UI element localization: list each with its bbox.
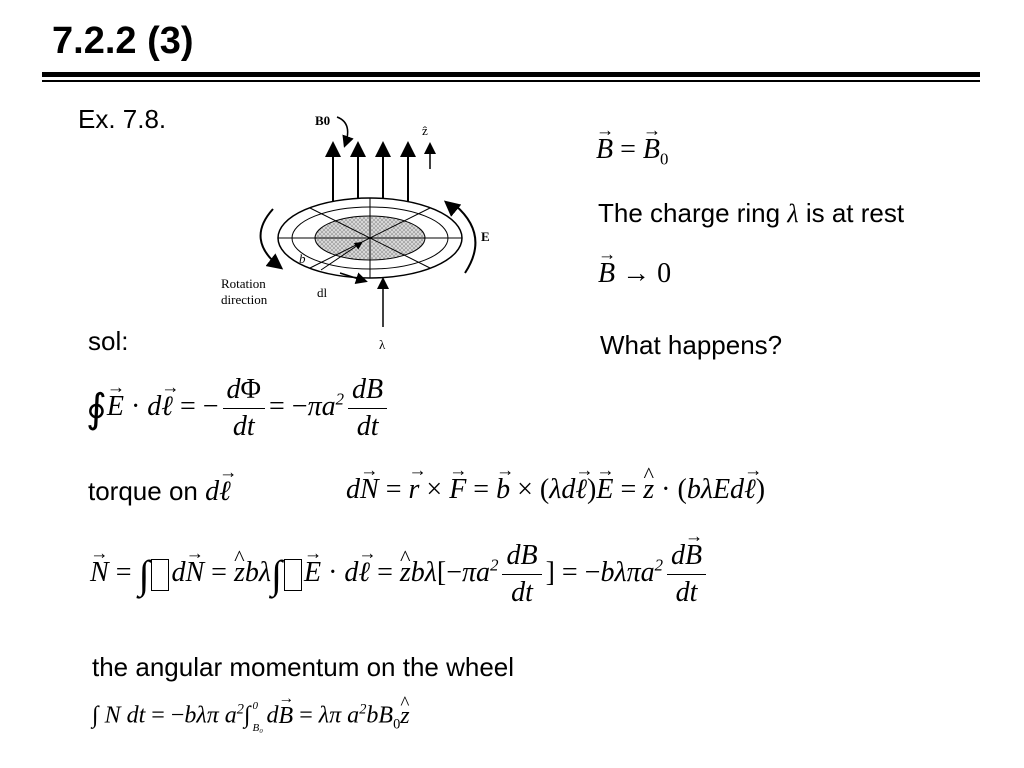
z-hat-label: ẑ bbox=[422, 123, 428, 138]
rotation-arrow-left bbox=[259, 208, 284, 270]
b0-label: B0 bbox=[315, 113, 330, 128]
slide-title: 7.2.2 (3) bbox=[52, 20, 194, 62]
what-happens-text: What happens? bbox=[600, 330, 783, 360]
b-label: b bbox=[299, 251, 306, 266]
charge-ring-statement: The charge ring λ is at rest bbox=[598, 198, 904, 229]
equation-torque: dN = r × F = b × (λdℓ)E = z · (bλEdℓ) bbox=[346, 460, 765, 506]
title-rule-thin bbox=[42, 80, 980, 82]
rotating-ring-diagram: B0 ẑ E b dl λ Rotation direction bbox=[221, 113, 490, 352]
equation-angular-momentum: ∫ N dt = −bλπ a2∫0B₀dB = λπ a2bB0z bbox=[92, 690, 410, 734]
dl-label: dl bbox=[317, 285, 328, 300]
angular-momentum-label: the angular momentum on the wheel bbox=[92, 652, 515, 682]
example-label: Ex. 7.8. bbox=[78, 104, 167, 134]
charge-ring-text-pre: The charge ring bbox=[598, 198, 781, 228]
equation-b-to-zero: B → 0 bbox=[598, 244, 671, 290]
e-field-arrow bbox=[454, 204, 477, 274]
equation-b-equals-b0: B = B0 bbox=[596, 120, 668, 170]
title-rule-thick bbox=[42, 72, 980, 77]
rotation-label-2: direction bbox=[221, 292, 268, 307]
lambda-symbol: λ bbox=[787, 199, 799, 228]
rotation-label-1: Rotation bbox=[221, 276, 266, 291]
charge-ring-text-post: is at rest bbox=[805, 198, 905, 228]
dl-vector-symbol: dℓ bbox=[205, 462, 231, 507]
lambda-label: λ bbox=[379, 337, 386, 352]
torque-label: torque on dℓ bbox=[88, 462, 231, 508]
e-label: E bbox=[481, 229, 490, 244]
torque-label-text: torque on bbox=[88, 476, 198, 506]
sol-label: sol: bbox=[88, 326, 129, 356]
